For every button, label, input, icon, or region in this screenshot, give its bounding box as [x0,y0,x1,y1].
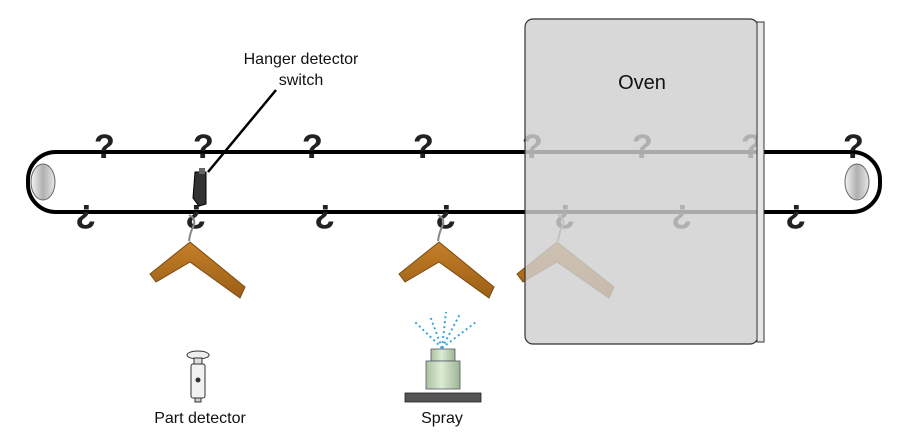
bottom-hook: ? [435,197,456,235]
oven: Oven [524,18,765,345]
spray-label: Spray [421,410,463,427]
top-hook: ? [193,128,214,166]
hanger-detector-switch: Hanger detector switch [192,51,359,207]
top-hook: ? [302,128,323,166]
part-detector-label: Part detector [154,410,246,427]
hanger-detector-label-line1: Hanger detector [244,51,359,68]
spray-nozzle: Spray [404,311,482,427]
top-hook: ? [94,128,115,166]
part-detector: Part detector [154,350,246,427]
oven-label: Oven [618,72,666,94]
bottom-hook: ? [75,197,96,235]
top-hook: ? [413,128,434,166]
right-roller [844,163,870,201]
hanger [398,214,495,299]
bottom-hook: ? [185,197,206,235]
hanger-detector-label-line2: switch [279,72,323,89]
bottom-hook: ? [785,197,806,235]
top-hook: ? [843,128,864,166]
bottom-hook: ? [314,197,335,235]
hanger [149,214,246,299]
conveyor-rail [26,150,882,214]
left-roller [30,163,56,201]
